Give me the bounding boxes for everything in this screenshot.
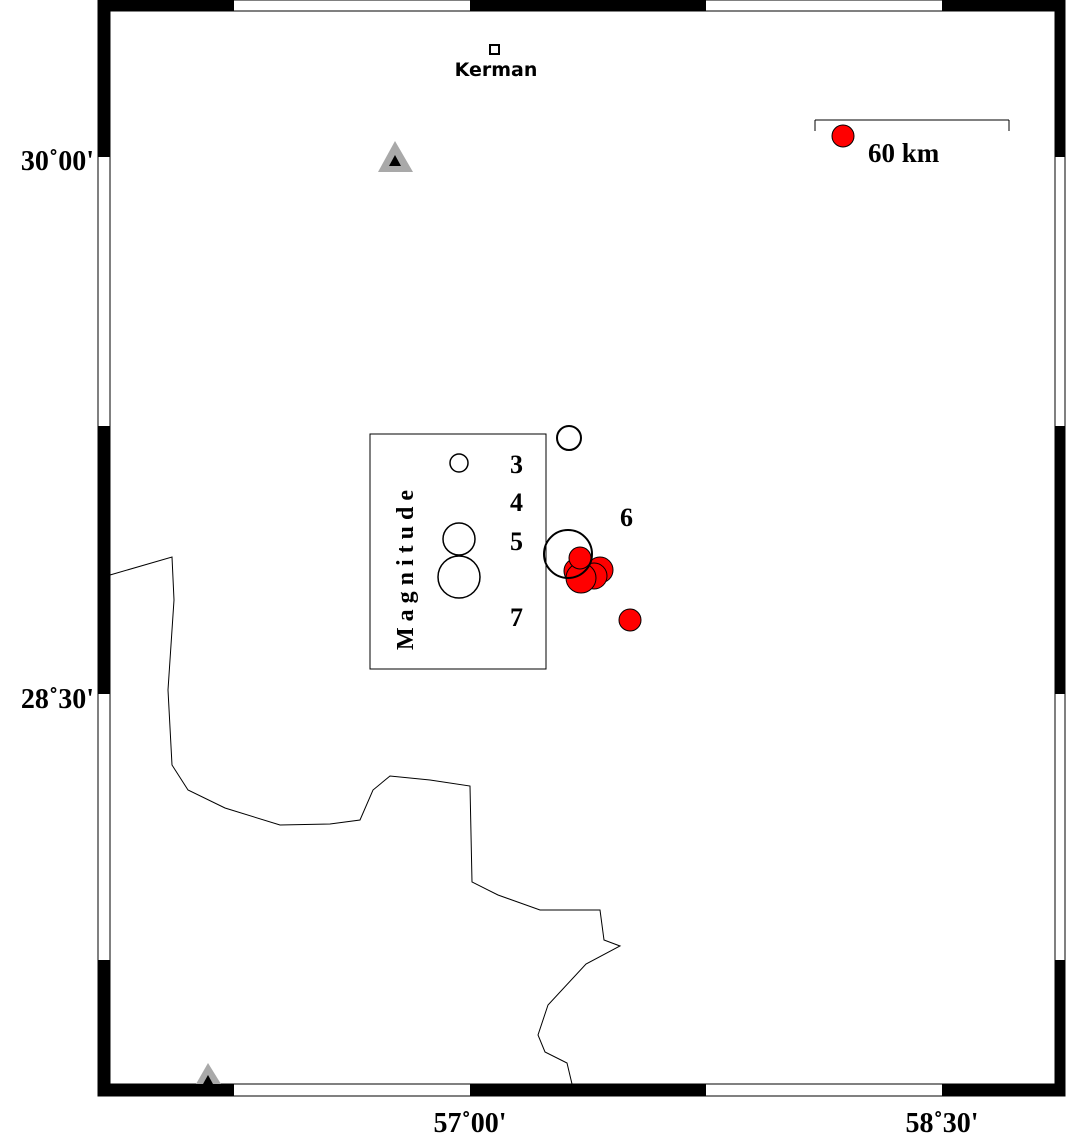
station-inner-triangle bbox=[203, 1075, 213, 1084]
lat-label-30-00: 30˚00' bbox=[21, 146, 94, 177]
legend-label-6: 6 bbox=[620, 503, 633, 532]
station-inner-triangle bbox=[389, 155, 401, 166]
legend-label-4: 4 bbox=[510, 488, 523, 517]
frame-tick-left bbox=[98, 426, 110, 694]
event-open-circle bbox=[556, 425, 582, 451]
legend-title: M a g n i t u d e bbox=[393, 490, 419, 650]
boundary-line bbox=[109, 556, 622, 1085]
station-triangle-icon bbox=[196, 1063, 221, 1084]
frame-tick-right bbox=[1055, 426, 1065, 694]
scale-bar: 60 km bbox=[814, 119, 1010, 168]
lon-label-58-30: 58˚30' bbox=[905, 1108, 978, 1134]
legend-circle-5 bbox=[442, 522, 476, 556]
event-open-circle bbox=[543, 529, 593, 579]
frame-tick-right bbox=[1055, 960, 1065, 1096]
frame-tick-top bbox=[942, 0, 1055, 11]
event-marker-icon bbox=[618, 608, 642, 632]
legend-box bbox=[369, 433, 547, 670]
station-1 bbox=[378, 141, 413, 172]
city-label: Kerman bbox=[455, 59, 538, 81]
frame-tick-left bbox=[98, 960, 110, 1096]
lon-label-57-00: 57˚00' bbox=[433, 1108, 506, 1134]
legend-circle-6 bbox=[437, 555, 481, 599]
city-square-icon bbox=[489, 44, 500, 55]
lat-label-28-30: 28˚30' bbox=[21, 684, 94, 715]
station-2 bbox=[196, 1063, 221, 1084]
frame-tick-top bbox=[110, 0, 234, 11]
frame-tick-left bbox=[98, 0, 110, 157]
legend-label-3: 3 bbox=[510, 450, 523, 479]
legend-circle-3 bbox=[449, 453, 469, 473]
frame-tick-bottom bbox=[942, 1084, 1055, 1096]
magnitude-legend: M a g n i t u d e 3 4 5 6 7 bbox=[369, 433, 633, 670]
earthquake-events bbox=[543, 425, 642, 632]
event-marker-icon bbox=[831, 124, 855, 148]
legend-label-5: 5 bbox=[510, 527, 523, 556]
scale-bar-label: 60 km bbox=[868, 138, 940, 168]
legend-label-7: 7 bbox=[510, 603, 523, 632]
frame-tick-right bbox=[1055, 0, 1065, 157]
frame-tick-bottom bbox=[110, 1084, 234, 1096]
event-marker-icon bbox=[568, 546, 592, 570]
city-kerman: Kerman bbox=[455, 44, 538, 81]
frame-tick-bottom bbox=[470, 1084, 706, 1096]
frame-tick-top bbox=[470, 0, 706, 11]
